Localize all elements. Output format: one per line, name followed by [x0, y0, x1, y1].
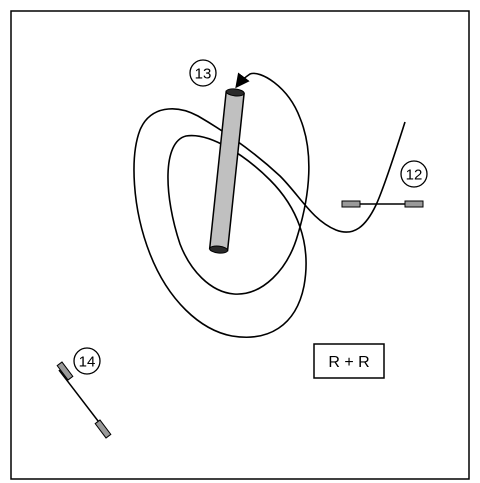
callout-12-label: 12: [406, 167, 423, 184]
pin-14: [56, 361, 112, 439]
diagram-frame: [10, 10, 470, 480]
callout-13-circle: [189, 59, 217, 87]
rod-bottom-cap: [209, 245, 229, 254]
suture-loop: [133, 72, 406, 338]
rod-13: [208, 88, 245, 254]
callout-13: 13: [189, 59, 217, 87]
callout-14-circle: [73, 347, 101, 375]
rod-top-cap: [225, 88, 245, 97]
rod-body: [208, 90, 245, 252]
callout-12: 12: [400, 160, 428, 188]
callout-14-label: 14: [79, 354, 96, 371]
pin-12-left-tip: [341, 200, 361, 208]
r-plus-r-frame: [313, 343, 385, 379]
callout-14: 14: [73, 347, 101, 375]
callout-12-circle: [400, 160, 428, 188]
pin-14-bottom-tip: [94, 419, 112, 439]
r-plus-r-box: R + R: [313, 343, 385, 379]
pin-12-right-tip: [404, 200, 424, 208]
pin-12: [341, 200, 424, 208]
pin-14-top-tip: [56, 361, 74, 381]
callout-13-label: 13: [195, 66, 212, 83]
r-plus-r-label: R + R: [328, 354, 369, 371]
